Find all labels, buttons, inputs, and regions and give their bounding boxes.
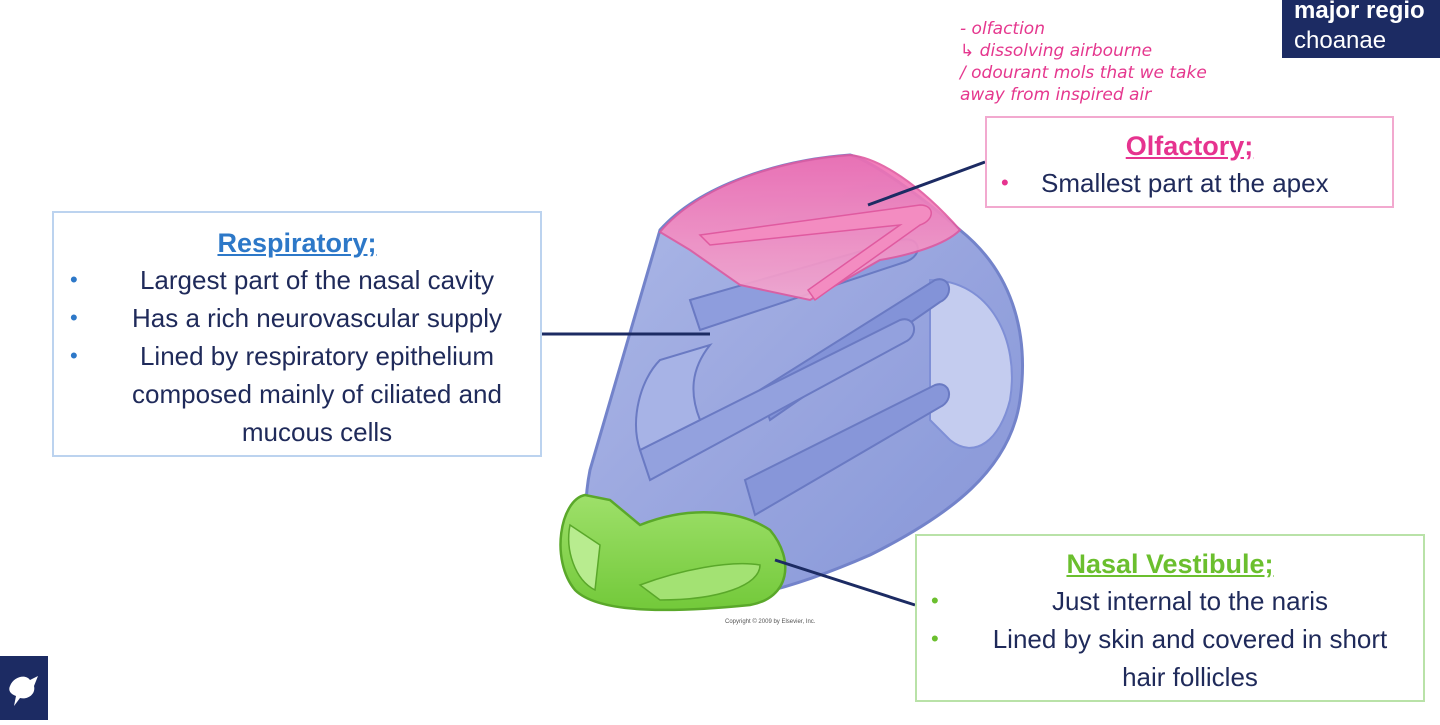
bullet-icon: • (931, 626, 939, 651)
inferior-concha (743, 383, 950, 517)
university-crest-icon (0, 656, 48, 720)
vestibule-lower-fold (638, 562, 761, 601)
vestibule-bullet-list: •Just internal to the naris •Lined by sk… (931, 582, 1409, 696)
corner-heading-tag: major regio choanae (1282, 0, 1440, 58)
handwritten-line: ↳ dissolving airbourne (960, 41, 1153, 61)
middle-meatus (638, 318, 915, 482)
vestibule-inner-fold (568, 523, 601, 592)
respiratory-bullet: •Has a rich neurovascular supply (70, 299, 524, 337)
olfactory-bullet-list: •Smallest part at the apex (1001, 164, 1378, 202)
olfactory-bullet: •Smallest part at the apex (1001, 164, 1378, 202)
nasal-cavity-back-wall (929, 278, 1013, 449)
bullet-icon: • (931, 588, 939, 613)
respiratory-bullet: •Largest part of the nasal cavity (70, 261, 524, 299)
vestibule-label-box: Nasal Vestibule; •Just internal to the n… (915, 534, 1425, 702)
vestibule-bullet: •Lined by skin and covered in short hair… (931, 620, 1409, 696)
olfactory-label-box: Olfactory; •Smallest part at the apex (985, 116, 1394, 208)
corner-tag-line-2: choanae (1294, 27, 1387, 54)
inferior-meatus (635, 343, 713, 452)
handwritten-line: - olfaction (960, 19, 1045, 39)
vestibule-title: Nasal Vestibule; (1066, 549, 1274, 579)
olfactory-leader-line (867, 160, 986, 207)
olfactory-title: Olfactory; (1125, 131, 1254, 161)
vestibule-bullet: •Just internal to the naris (931, 582, 1409, 620)
handwritten-line: away from inspired air (960, 85, 1152, 105)
bullet-icon: • (70, 267, 78, 292)
bullet-icon: • (70, 343, 78, 368)
respiratory-bullet-list: •Largest part of the nasal cavity •Has a… (70, 261, 524, 451)
bullet-icon: • (70, 305, 78, 330)
copyright-text: Copyright © 2009 by Elsevier, Inc. (725, 619, 816, 625)
vestibule-leader-line (774, 558, 916, 607)
olfactory-fold (698, 204, 932, 302)
respiratory-label-box: Respiratory; •Largest part of the nasal … (52, 211, 542, 457)
bullet-icon: • (1001, 170, 1009, 195)
respiratory-title: Respiratory; (217, 228, 377, 258)
handwritten-annotation: - olfaction ↳ dissolving airbourne / odo… (960, 18, 1290, 118)
respiratory-bullet: •Lined by respiratory epithelium compose… (70, 337, 524, 451)
corner-tag-line-1: major regio (1294, 0, 1425, 24)
handwritten-line: / odourant mols that we take (960, 63, 1207, 83)
